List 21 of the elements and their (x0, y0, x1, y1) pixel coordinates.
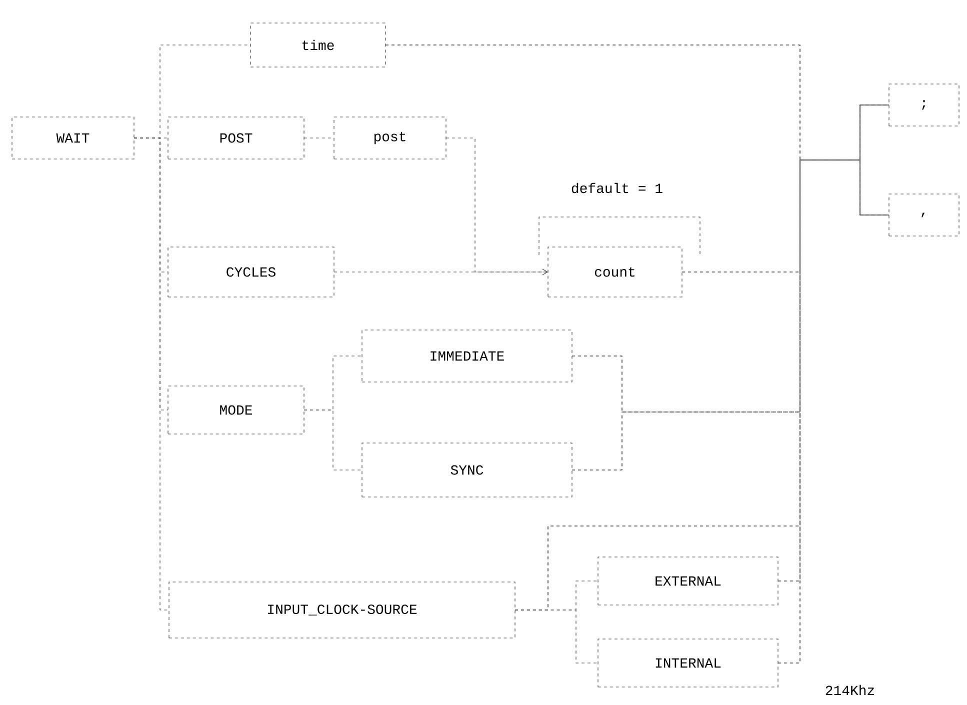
syntax-box: WAIT (12, 116, 134, 160)
connector (304, 410, 362, 470)
syntax-box: CYCLES (168, 246, 334, 298)
syntax-box: time (250, 22, 386, 68)
syntax-box: INTERNAL (598, 638, 778, 688)
syntax-box: IMMEDIATE (362, 330, 572, 382)
connector (572, 160, 890, 412)
syntax-box: , (888, 194, 960, 236)
connector (446, 138, 548, 276)
connector (682, 160, 890, 272)
connector (134, 138, 170, 610)
syntax-box: post (334, 116, 446, 160)
syntax-box: ; (888, 84, 960, 126)
syntax-box: count (548, 246, 682, 298)
syntax-box: EXTERNAL (598, 556, 778, 606)
syntax-box: POST (168, 116, 304, 160)
syntax-box: INPUT_CLOCK-SOURCE (168, 582, 516, 638)
syntax-box: SYNC (362, 442, 572, 498)
syntax-box: MODE (168, 386, 304, 434)
side-note: 214Khz (826, 684, 874, 696)
side-note: default = 1 (572, 182, 662, 194)
